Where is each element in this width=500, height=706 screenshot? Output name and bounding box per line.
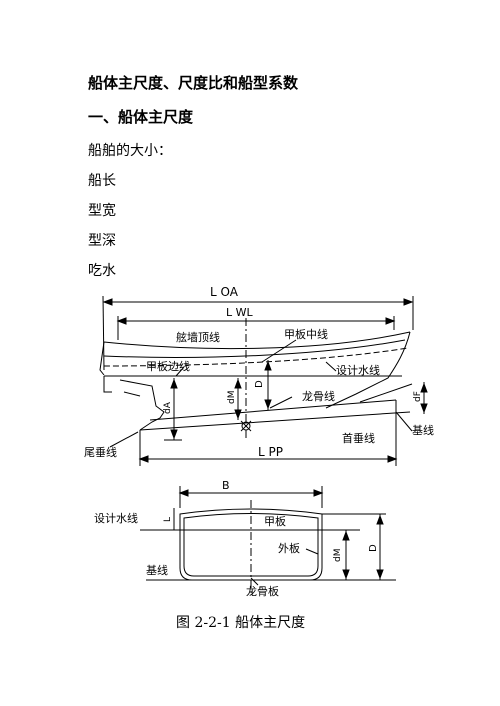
label-camber: L xyxy=(163,517,173,522)
midship-section-drawing xyxy=(140,486,396,596)
label-deck-center: 甲板中线 xyxy=(284,327,328,341)
paragraph-draft: 吃水 xyxy=(88,263,116,279)
document-title: 船体主尺度、尺度比和船型系数 xyxy=(88,74,299,92)
label-bulwark: 舷墙顶线 xyxy=(176,330,220,344)
label-section-design-wl: 设计水线 xyxy=(94,511,138,525)
paragraph-depth: 型深 xyxy=(88,233,116,249)
label-section-d: D xyxy=(368,544,379,552)
label-breadth: B xyxy=(222,479,230,492)
label-section-dm: dM xyxy=(333,549,343,562)
label-design-wl: 设计水线 xyxy=(336,363,380,377)
label-dm: dM xyxy=(227,391,237,404)
label-lpp: L PP xyxy=(258,445,283,459)
label-da: dA xyxy=(163,401,173,414)
label-df: dF xyxy=(413,391,423,402)
section-heading: 一、船体主尺度 xyxy=(88,108,194,126)
paragraph-length: 船长 xyxy=(88,173,116,189)
paragraph-breadth: 型宽 xyxy=(88,203,116,219)
label-shell-plate: 外板 xyxy=(278,541,300,555)
label-keel-plate: 龙骨板 xyxy=(246,584,279,598)
figure-caption: 图 2-2-1 船体主尺度 xyxy=(176,615,306,631)
label-section-baseline: 基线 xyxy=(146,563,168,577)
label-baseline: 基线 xyxy=(412,423,434,437)
label-deck-plate: 甲板 xyxy=(264,514,286,528)
label-d: D xyxy=(254,380,265,388)
label-loa: L OA xyxy=(210,285,239,299)
label-deck-side: 甲板边线 xyxy=(146,359,190,373)
label-lwl: L WL xyxy=(226,306,254,319)
label-keel-line: 龙骨线 xyxy=(302,389,335,403)
label-aft-perp: 尾垂线 xyxy=(84,445,117,459)
ship-profile-drawing xyxy=(99,295,428,466)
paragraph-ship-size: 船舶的大小： xyxy=(88,143,172,159)
label-fwd-perp: 首垂线 xyxy=(342,431,375,445)
